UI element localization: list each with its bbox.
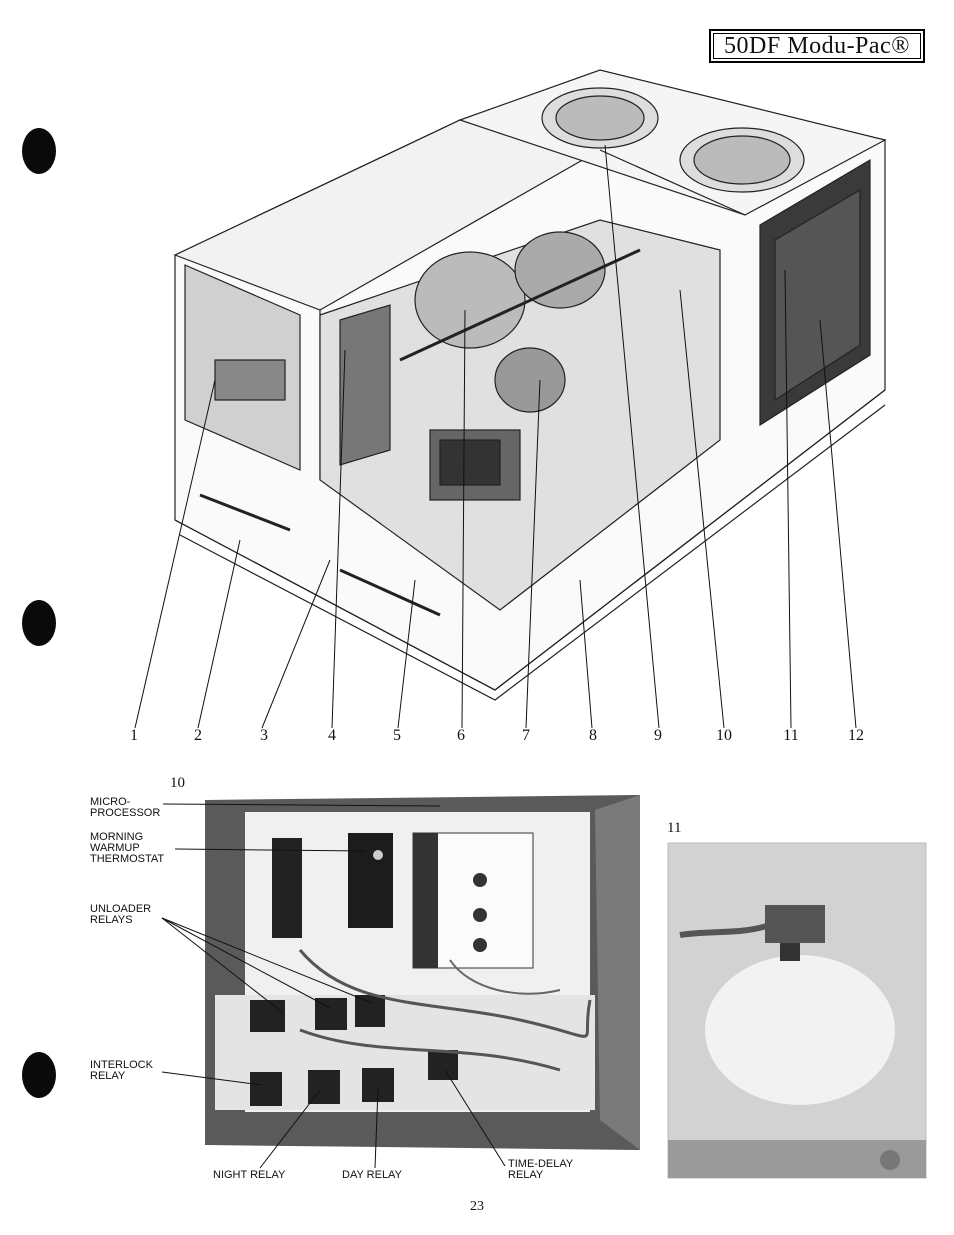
callout-3: 3 bbox=[260, 727, 268, 744]
callout-5: 5 bbox=[393, 727, 401, 744]
callout-11: 11 bbox=[783, 727, 799, 744]
label-morning-warmup-thermostat: MORNING WARMUP THERMOSTAT bbox=[90, 831, 165, 865]
label-day-relay: DAY RELAY bbox=[342, 1169, 402, 1181]
callout-1: 1 bbox=[130, 727, 138, 744]
punch-hole-middle bbox=[22, 600, 56, 646]
callout-4: 4 bbox=[328, 727, 336, 744]
punch-hole-bottom bbox=[22, 1052, 56, 1098]
callout-12: 12 bbox=[848, 727, 864, 744]
label-night-relay: NIGHT RELAY bbox=[213, 1169, 286, 1181]
callout-8: 8 bbox=[589, 727, 597, 744]
label-time-delay-relay: TIME-DELAY RELAY bbox=[508, 1158, 574, 1181]
unit-cutaway-illustration bbox=[134, 69, 887, 729]
callout-2: 2 bbox=[194, 727, 202, 744]
punch-hole-top bbox=[22, 128, 56, 174]
label-microprocessor: MICRO- PROCESSOR bbox=[90, 796, 161, 819]
figure-10-number: 10 bbox=[170, 775, 185, 791]
figure-11-number: 11 bbox=[667, 820, 682, 836]
callout-10: 10 bbox=[716, 727, 732, 744]
callout-7: 7 bbox=[522, 727, 530, 744]
callout-9: 9 bbox=[654, 727, 662, 744]
page-title: 50DF Modu-Pac® bbox=[709, 29, 925, 63]
page-number: 23 bbox=[470, 1199, 484, 1214]
label-unloader-relays: UNLOADER RELAYS bbox=[90, 903, 152, 926]
callout-6: 6 bbox=[457, 727, 465, 744]
label-interlock-relay: INTERLOCK RELAY bbox=[90, 1059, 153, 1082]
